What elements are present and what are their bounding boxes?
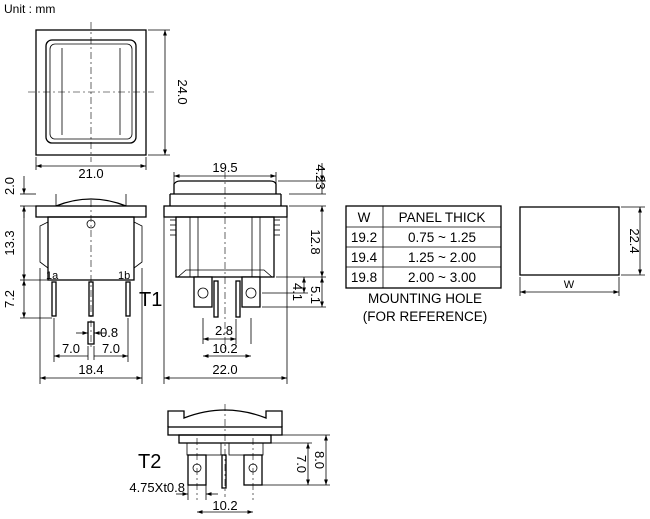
side-height-upper: 2.0 [2,177,17,195]
unit-label: Unit : mm [4,2,55,16]
table-row-thick: 2.00 ~ 3.00 [408,270,476,285]
side-pin-width: 0.8 [100,325,118,340]
front-view-t1: T1 19.5 4.23 12.8 4.1 5.1 2.8 10.2 [139,160,328,384]
t2-tab-size: 4.75Xt0.8 [129,480,185,495]
t2-height-b: 8.0 [312,451,327,469]
front-top-height: 4.23 [313,164,328,189]
side-pitch-left: 7.0 [62,341,80,356]
top-view: 21.0 24.0 [28,22,190,181]
table-row-w: 19.4 [351,250,378,265]
front-top-width: 19.5 [212,160,237,175]
panel-thickness-table: W PANEL THICK 19.2 0.75 ~ 1.25 19.4 1.25… [345,205,502,324]
side-height-body: 13.3 [2,230,17,255]
front-pin-pitch: 10.2 [212,341,237,356]
terminal-1b: 1b [118,270,130,282]
table-header-thick: PANEL THICK [399,210,486,225]
front-overall-width: 22.0 [212,362,237,377]
hole-height-dim: 22.4 [627,228,642,253]
table-caption: MOUNTING HOLE [368,291,482,306]
front-body-height: 12.8 [308,229,323,254]
front-hole-offset-a: 4.1 [290,283,305,301]
terminal-1a: 1a [46,270,59,282]
t2-view: T2 7.0 8.0 4.75Xt0.8 10.2 [129,404,330,514]
side-view: 1a 1b 2.0 13.3 7.2 0.8 7.0 7.0 18.4 [2,176,147,384]
front-hole-offset-b: 5.1 [308,286,323,304]
table-sub-caption: (FOR REFERENCE) [363,309,488,324]
t2-height-a: 7.0 [294,455,309,473]
table-row-w: 19.8 [351,270,377,285]
top-width-dim: 21.0 [78,166,103,181]
side-overall-width: 18.4 [78,362,103,377]
t1-label: T1 [139,289,162,311]
t2-pin-pitch: 10.2 [212,498,237,513]
front-pin-spacing: 2.8 [215,323,233,338]
hole-width-label: W [564,279,575,291]
table-row-thick: 0.75 ~ 1.25 [408,230,476,245]
side-height-pins: 7.2 [2,290,17,308]
top-height-dim: 24.0 [175,79,190,104]
mounting-hole: W 22.4 [519,206,645,296]
t2-label: T2 [138,451,161,473]
table-row-w: 19.2 [351,230,377,245]
side-pitch-right: 7.0 [102,341,120,356]
table-row-thick: 1.25 ~ 2.00 [408,250,476,265]
table-header-w: W [358,210,371,225]
